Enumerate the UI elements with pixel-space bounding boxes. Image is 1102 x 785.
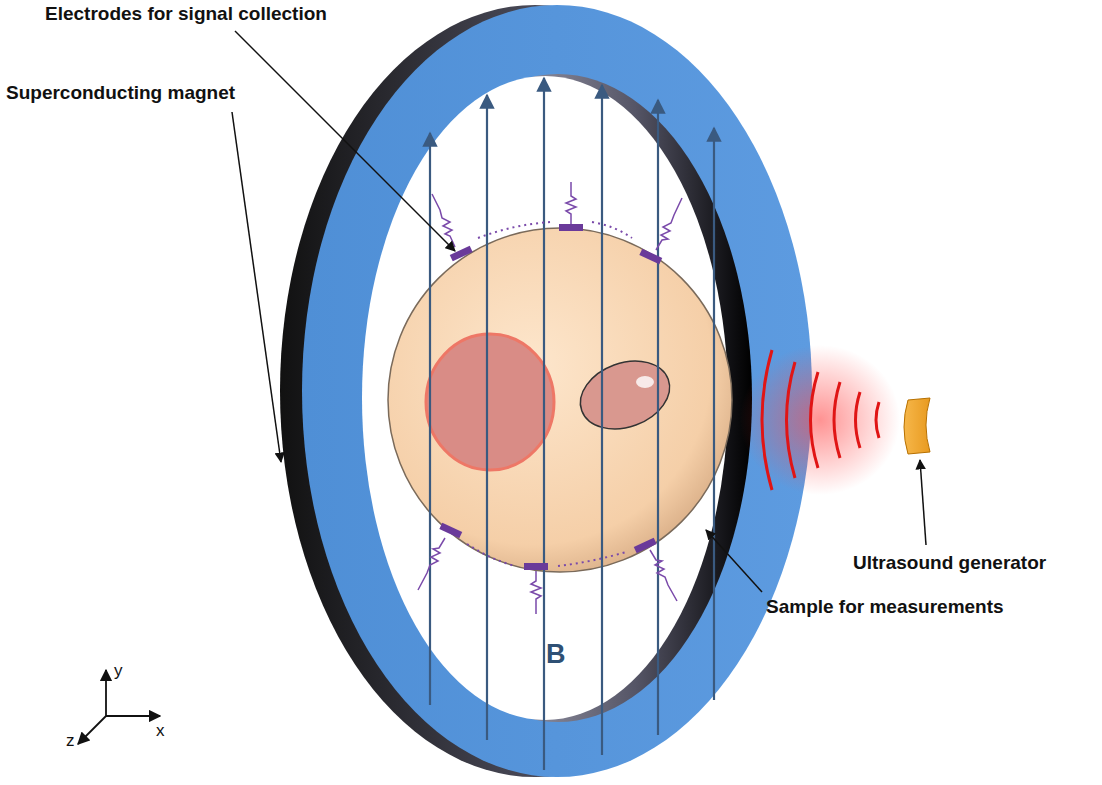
field-label: B [546,640,566,670]
ultrasound-waves [762,350,879,490]
axis-label: z [66,732,75,751]
superconducting-magnet [302,5,812,777]
electrodes [439,224,662,570]
ultrasound-generator [904,398,930,454]
part-label: Ultrasound generator [853,553,1046,574]
part-label: Superconducting magnet [6,83,235,104]
electrode-wires [418,182,682,614]
inclusion-right [571,349,679,441]
sample-sphere [388,228,732,572]
ultrasound-glow [740,345,900,495]
part-label: Sample for measurements [766,597,1004,618]
axis-label: y [114,662,123,681]
axis-label: x [156,722,165,741]
part-label: Electrodes for signal collection [45,4,327,25]
highlight [636,376,654,388]
leader-lines [232,31,926,592]
electrode-continuation [467,222,632,566]
inclusion-left [426,334,554,470]
axes [78,670,160,744]
field-lines [430,78,714,770]
